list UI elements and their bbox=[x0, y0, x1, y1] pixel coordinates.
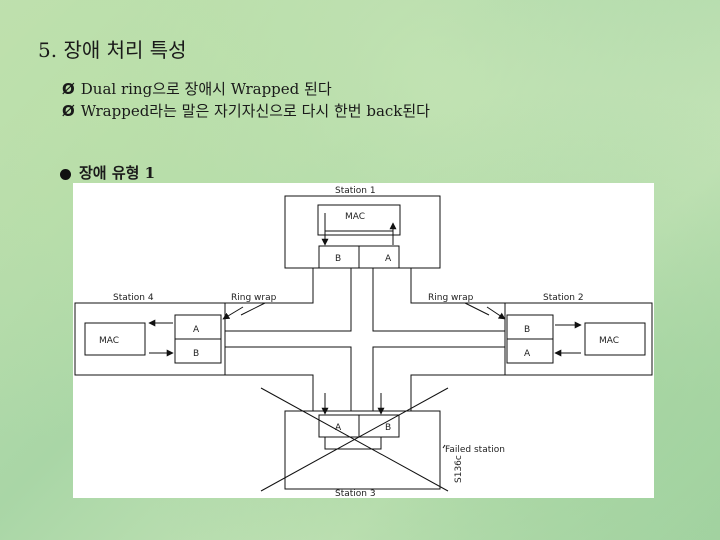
station-4-port-b-label: B bbox=[193, 349, 199, 359]
arrow-bullet-icon: Ø bbox=[62, 80, 75, 98]
station-2-port-b-label: B bbox=[524, 325, 530, 335]
leader-line bbox=[240, 302, 266, 316]
station-4-port-b bbox=[174, 338, 222, 364]
station-3-port-a-label: A bbox=[335, 423, 342, 433]
station-2-label: Station 2 bbox=[543, 293, 584, 303]
station-2-port-a bbox=[506, 338, 554, 364]
station-1-port-a bbox=[358, 245, 400, 269]
failed-x-line bbox=[260, 387, 449, 492]
station-1-port-b-label: B bbox=[335, 254, 341, 264]
bullet-item: Ø Wrapped라는 말은 자기자신으로 다시 한번 back된다 bbox=[62, 100, 430, 121]
station-4-port-a-label: A bbox=[193, 325, 200, 335]
ring-inner-path bbox=[225, 268, 505, 411]
leader-line bbox=[464, 302, 490, 316]
station-3-port-b-label: B bbox=[385, 423, 391, 433]
arrow bbox=[486, 306, 506, 320]
subheading-text: 장애 유형 1 bbox=[79, 164, 156, 182]
station-1-port-a-label: A bbox=[385, 254, 392, 264]
station-2-box bbox=[504, 302, 653, 376]
ring-wrap-left-label: Ring wrap bbox=[231, 293, 277, 303]
failed-station-label: Failed station bbox=[445, 445, 505, 455]
leader-line bbox=[442, 444, 446, 449]
station-2-port-a-label: A bbox=[524, 349, 531, 359]
diagram-svg: Station 1 MAC B A Station 4 MAC A B Stat… bbox=[74, 186, 653, 498]
figure-code-label: S136c bbox=[454, 455, 464, 483]
bullet-text: Dual ring으로 장애시 Wrapped 된다 bbox=[80, 80, 332, 98]
station-4-mac-label: MAC bbox=[99, 336, 119, 346]
ring-wrap-right-label: Ring wrap bbox=[428, 293, 474, 303]
station-4-box bbox=[74, 302, 226, 376]
station-3-port-b bbox=[358, 414, 400, 438]
station-4-mac-box bbox=[84, 322, 146, 356]
station-3-wrap-loop bbox=[324, 437, 382, 450]
station-2-mac-label: MAC bbox=[599, 336, 619, 346]
station-1-mac-label: MAC bbox=[345, 212, 365, 222]
station-3-label: Station 3 bbox=[335, 489, 376, 498]
station-4-label: Station 4 bbox=[113, 293, 154, 303]
station-3-box bbox=[284, 410, 441, 490]
station-2-mac-box bbox=[584, 322, 646, 356]
subheading: 장애 유형 1 bbox=[60, 162, 155, 183]
station-1-label: Station 1 bbox=[335, 186, 376, 196]
slide-title: 5. 장애 처리 특성 bbox=[38, 38, 187, 62]
station-1-box bbox=[284, 195, 441, 269]
ring-wrap-diagram: Station 1 MAC B A Station 4 MAC A B Stat… bbox=[73, 183, 654, 498]
station-1-mac-box bbox=[317, 204, 401, 236]
round-bullet-icon bbox=[60, 168, 71, 180]
ring-outer-path bbox=[225, 268, 505, 411]
bullet-text: Wrapped라는 말은 자기자신으로 다시 한번 back된다 bbox=[80, 102, 430, 120]
arrow-bullet-icon: Ø bbox=[62, 102, 75, 120]
bullet-item: Ø Dual ring으로 장애시 Wrapped 된다 bbox=[62, 78, 332, 99]
arrow bbox=[222, 306, 244, 320]
